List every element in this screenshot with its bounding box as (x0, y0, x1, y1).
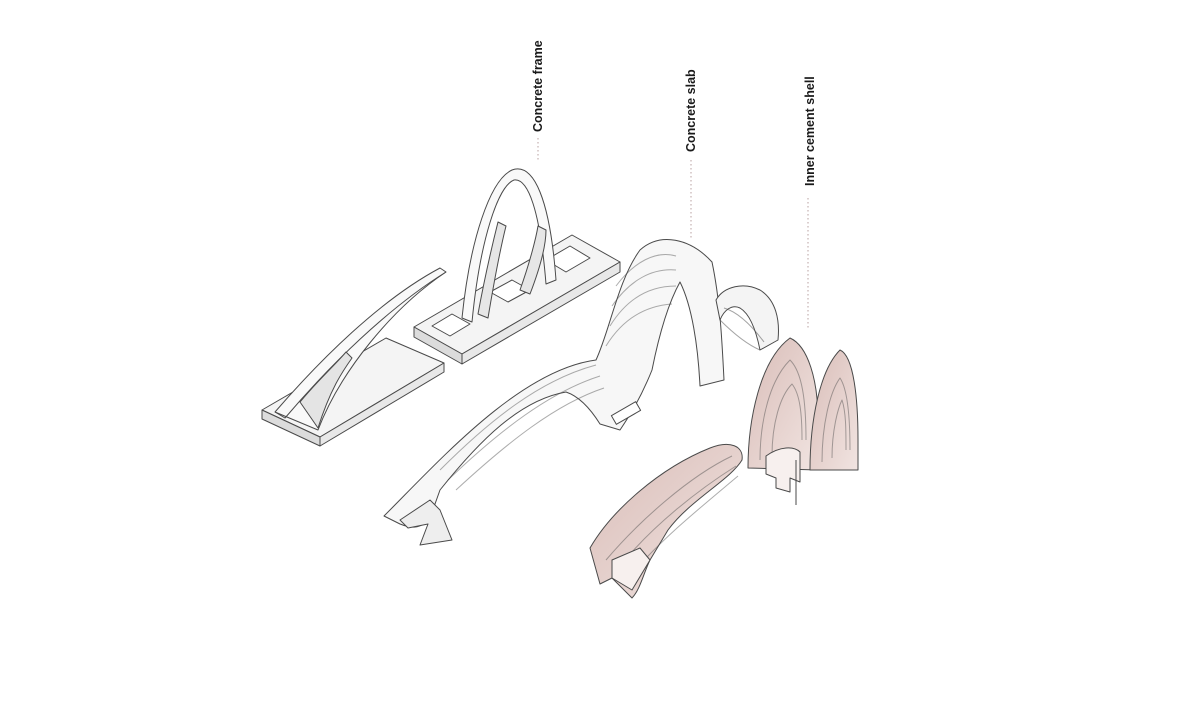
label-concrete-frame: Concrete frame (531, 40, 545, 132)
inner-cement-shell-ribbon (589, 444, 743, 599)
leader-lines (537, 138, 809, 328)
label-inner-cement-shell: Inner cement shell (803, 76, 817, 186)
label-concrete-slab: Concrete slab (684, 69, 698, 152)
inner-cement-shell-arches (747, 337, 859, 505)
concrete-slab (383, 239, 779, 546)
ramp-slab-with-rib (261, 267, 447, 447)
concrete-frame (413, 168, 621, 365)
